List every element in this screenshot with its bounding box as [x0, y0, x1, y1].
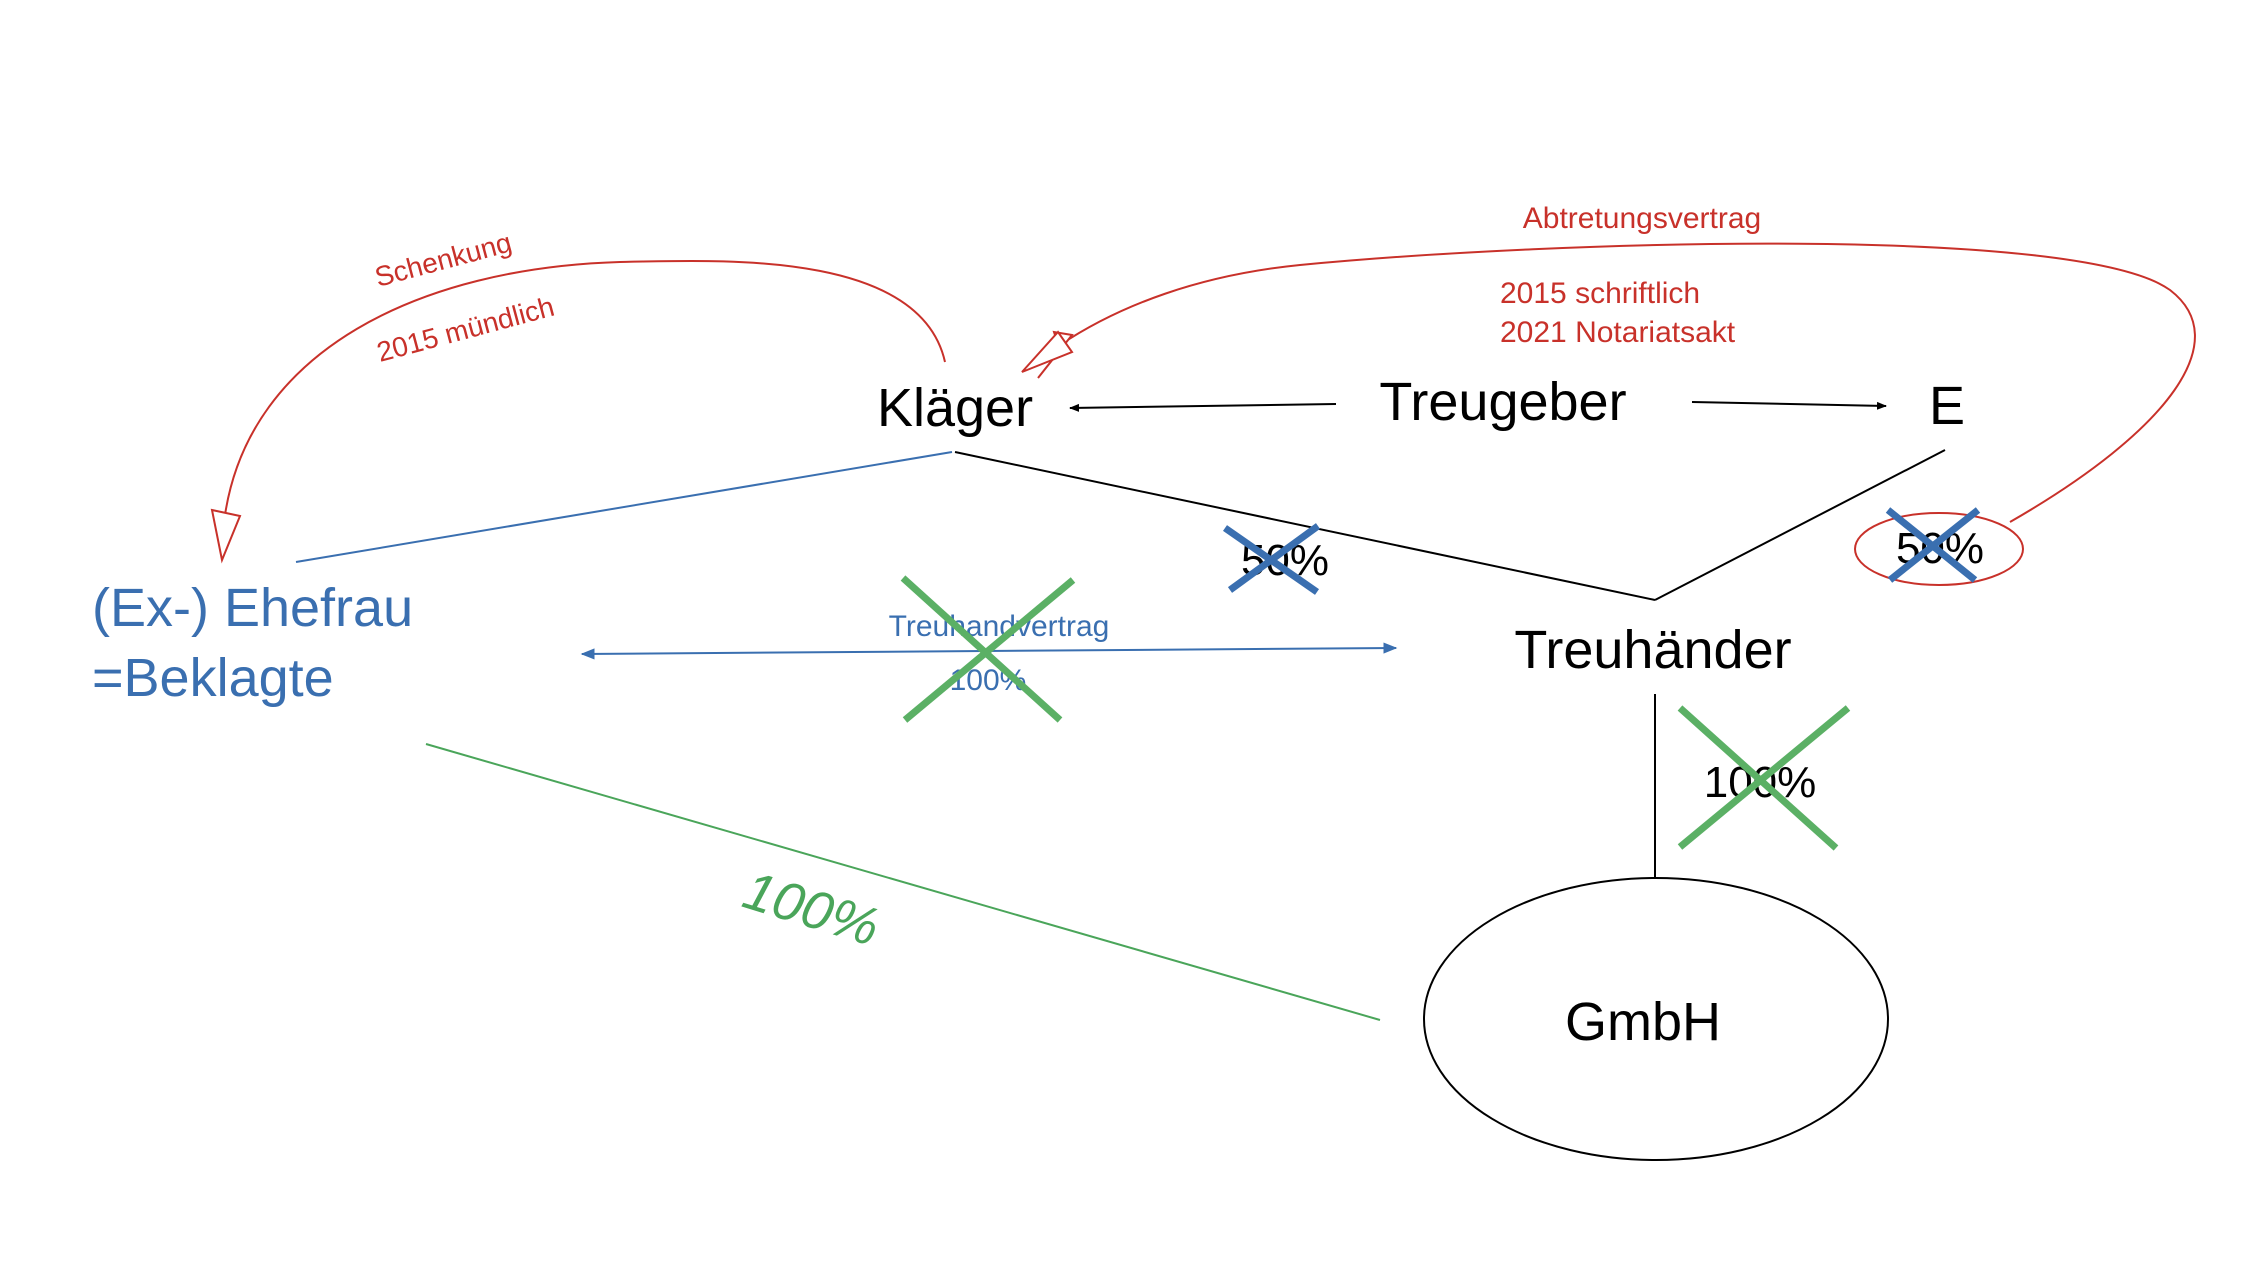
treugeber-to-e-arrow [1691, 401, 1887, 410]
label-abtretung: Abtretungsvertrag [1523, 202, 1761, 235]
ehefrau-to-gmbh-line [425, 743, 1381, 1021]
label-share-klaeger: 50% [1241, 536, 1329, 585]
klaeger-to-treuhaender-line [954, 451, 1656, 601]
node-treugeber: Treugeber [1379, 372, 1626, 432]
schenkung-arrowhead [210, 508, 242, 564]
node-e: E [1929, 376, 1965, 436]
label-abtretung-written: 2015 schriftlich [1500, 277, 1700, 310]
node-ehefrau-line1: (Ex-) Ehefrau [92, 578, 413, 638]
cross-out-share-e [1885, 507, 1981, 583]
e-to-treuhaender-line [1654, 449, 1946, 601]
abtretung-arrow [1059, 242, 2196, 523]
node-klaeger: Kläger [877, 378, 1033, 438]
gmbh-ellipse [1423, 877, 1889, 1161]
node-ehefrau-line2: =Beklagte [92, 648, 334, 708]
abtretung-arrowhead-main [1021, 330, 1074, 373]
label-schenkung-date: 2015 mündlich [374, 291, 558, 368]
schenkung-arrow [224, 259, 946, 516]
cross-out-share-klaeger [1223, 523, 1321, 595]
cross-out-share-treuhaender-gmbh [1677, 705, 1851, 851]
node-gmbh: GmbH [1565, 992, 1721, 1052]
cross-out-treuhandvertrag [900, 575, 1076, 723]
node-treuhaender: Treuhänder [1514, 620, 1791, 680]
label-schenkung: Schenkung [372, 227, 515, 293]
treugeber-to-klaeger-arrow [1069, 403, 1337, 412]
e-share-circle [1854, 512, 2024, 586]
label-abtretung-notary: 2021 Notariatsakt [1500, 316, 1736, 349]
label-share-ehefrau-gmbh: 100% [736, 860, 886, 958]
klaeger-to-ehefrau-line [295, 451, 953, 563]
